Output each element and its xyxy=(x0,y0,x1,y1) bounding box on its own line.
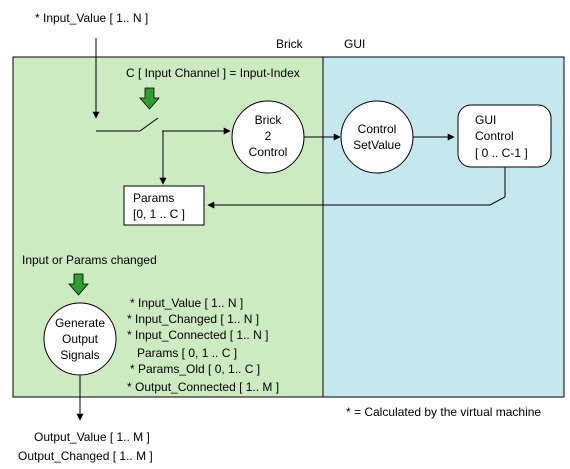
params-line1: Params xyxy=(133,191,174,205)
control-setvalue-line2: SetValue xyxy=(353,138,401,152)
control-setvalue-node xyxy=(340,100,414,174)
signal-item: * Output_Connected [ 1.. M ] xyxy=(127,380,279,394)
generate-line3: Signals xyxy=(60,348,99,362)
footnote: * = Calculated by the virtual machine xyxy=(346,405,541,419)
generate-line1: Generate xyxy=(55,316,105,330)
generate-line2: Output xyxy=(62,332,99,346)
params-node xyxy=(123,185,205,226)
input-channel-label: C [ Input Channel ] = Input-Index xyxy=(126,66,300,80)
output-changed-label: Output_Changed [ 1.. M ] xyxy=(18,449,153,463)
gui-control-line2: Control xyxy=(475,129,514,143)
brick2control-line2: 2 xyxy=(265,129,272,143)
gui-region-label: GUI xyxy=(344,37,365,51)
gui-control-line1: GUI xyxy=(475,113,496,127)
trigger-arrow-icon xyxy=(68,273,89,296)
signal-item: * Params_Old [ 0, 1.. C ] xyxy=(130,362,260,376)
output-value-label: Output_Value [ 1.. M ] xyxy=(34,430,150,444)
brick2control-line3: Control xyxy=(249,145,288,159)
trigger-label: Input or Params changed xyxy=(22,253,157,267)
gui-control-line3: [ 0 .. C-1 ] xyxy=(475,146,528,160)
signal-item: * Input_Changed [ 1.. N ] xyxy=(127,312,259,326)
gui-feedback-line xyxy=(207,167,506,209)
input-value-label: * Input_Value [ 1.. N ] xyxy=(35,11,148,25)
signal-item: * Input_Connected [ 1.. N ] xyxy=(127,328,268,342)
brick2control-line1: Brick xyxy=(255,113,283,127)
channel-trigger-arrow-icon xyxy=(139,87,160,110)
signal-item: * Input_Value [ 1.. N ] xyxy=(130,296,243,310)
control-setvalue-line1: Control xyxy=(358,122,397,136)
brick-region-label: Brick xyxy=(276,37,304,51)
params-line2: [0, 1 .. C ] xyxy=(133,207,185,221)
switch-blade xyxy=(139,117,159,132)
signal-item: Params [ 0, 1 .. C ] xyxy=(137,346,237,360)
